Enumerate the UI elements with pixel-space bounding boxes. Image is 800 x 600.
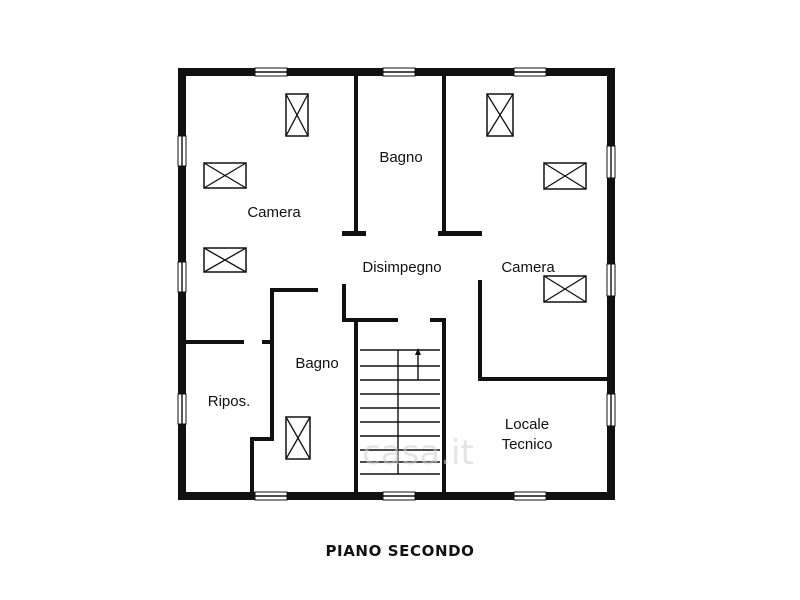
room-label-disimpegno: Disimpegno — [362, 259, 441, 276]
interior-walls — [186, 76, 607, 492]
room-label-camera-left: Camera — [247, 204, 301, 221]
room-label-bagno-lower: Bagno — [295, 355, 338, 372]
skylight-1 — [285, 93, 309, 137]
windows — [177, 67, 616, 501]
staircase — [360, 348, 440, 475]
room-label-ripostiglio: Ripos. — [208, 393, 251, 410]
skylight-7 — [285, 416, 311, 460]
watermark-logo: casa.it — [362, 433, 474, 473]
room-label-camera-right: Camera — [501, 259, 555, 276]
room-label-locale: Locale — [505, 416, 549, 433]
floor-caption: PIANO SECONDO — [325, 542, 474, 560]
skylight-6 — [543, 275, 587, 303]
skylight-4 — [486, 93, 514, 137]
room-label-bagno-top: Bagno — [379, 149, 422, 166]
skylight-3 — [203, 247, 247, 273]
skylight-2 — [203, 162, 247, 189]
skylight-5 — [543, 162, 587, 190]
room-label-tecnico: Tecnico — [502, 436, 553, 453]
